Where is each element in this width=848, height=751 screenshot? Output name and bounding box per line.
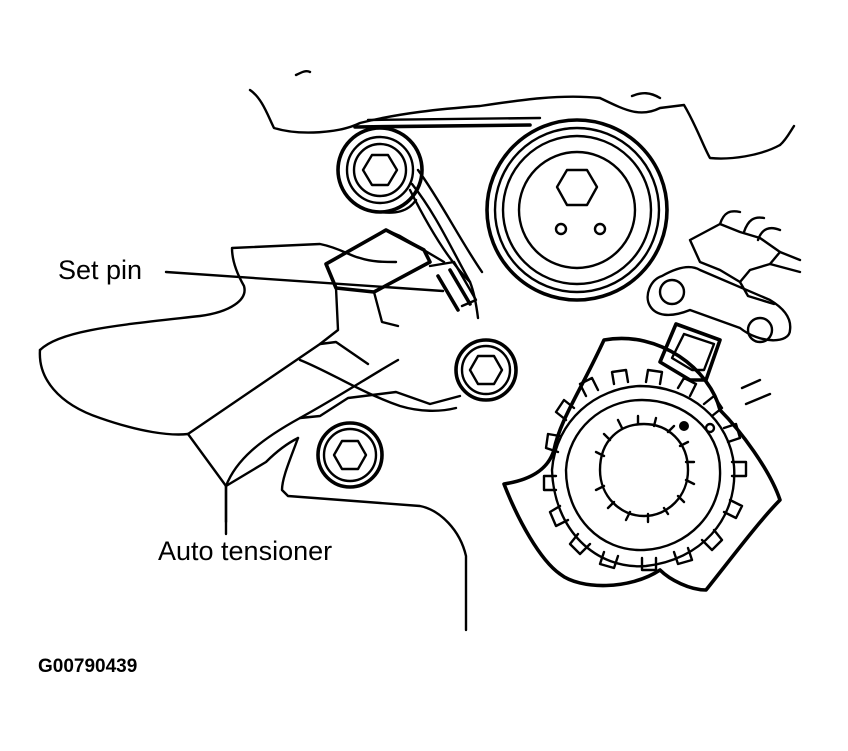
idler-pulley (336, 126, 424, 214)
auto-tensioner-label: Auto tensioner (158, 536, 333, 566)
crankshaft-sprocket (502, 336, 782, 592)
tensioner-pulley (485, 118, 669, 302)
sprocket-inner-spline (594, 414, 696, 524)
sensor-bracket (646, 210, 802, 406)
tensioner-bolt (454, 338, 518, 402)
tensioner-bracket (378, 188, 480, 320)
engine-housing-outline (248, 70, 796, 160)
set-pin (164, 260, 478, 312)
set-pin-label: Set pin (58, 255, 143, 285)
lower-cover-outline (280, 436, 468, 632)
lower-bolt (316, 421, 384, 489)
timing-belt (353, 116, 542, 284)
figure-code: G00790439 (38, 656, 138, 677)
sprocket-outer-teeth (542, 368, 748, 572)
